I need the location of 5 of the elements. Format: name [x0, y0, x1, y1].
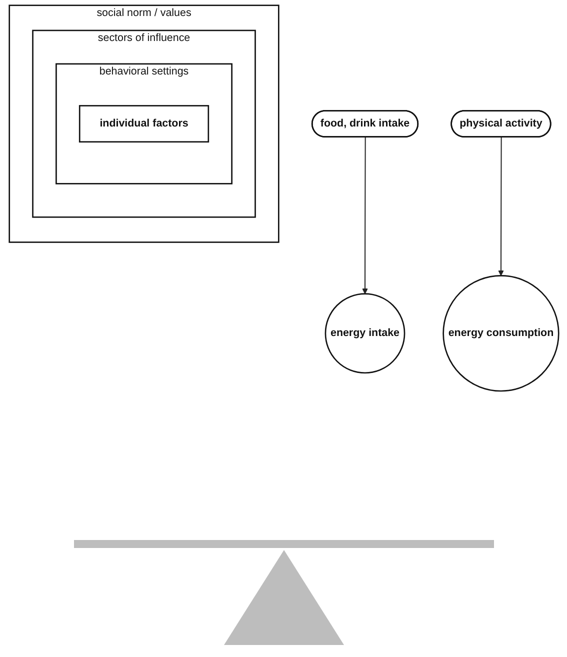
node-box: individual factors: [78, 105, 209, 143]
node-circle: energy consumption: [442, 275, 559, 392]
arrow: [498, 137, 504, 276]
node-circle: energy intake: [324, 293, 405, 374]
arrow: [362, 137, 368, 294]
